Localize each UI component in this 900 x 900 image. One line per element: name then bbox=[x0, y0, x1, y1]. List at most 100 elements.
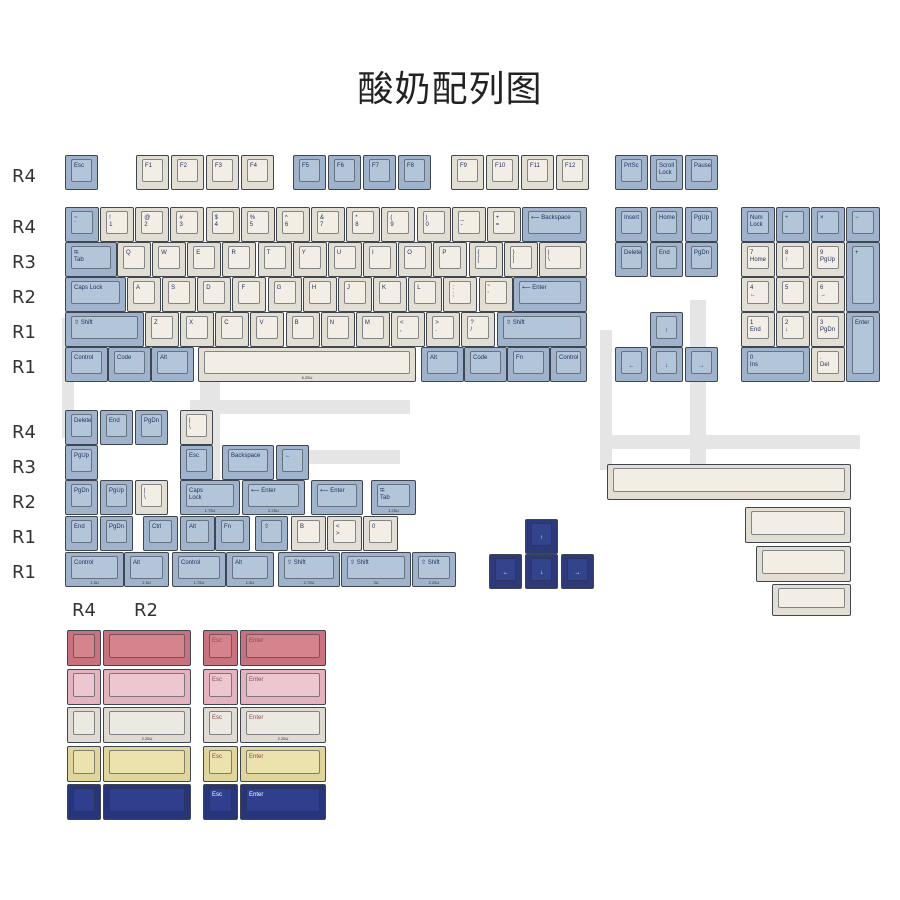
novelty-keycap bbox=[103, 630, 191, 666]
keycap-legend: 5 bbox=[785, 285, 789, 291]
keycap-legend: ⇧ Shift bbox=[506, 320, 525, 326]
keycap: Control bbox=[550, 347, 587, 382]
keycap-top-surface bbox=[73, 672, 95, 697]
keycap: × bbox=[811, 207, 845, 242]
keycap-top-surface bbox=[177, 159, 198, 182]
keycap-legend: ↓ bbox=[540, 569, 543, 576]
keycap-top-surface bbox=[109, 788, 185, 812]
keycap-legend: N bbox=[329, 320, 335, 326]
keycap-legend: ⟵ Backspace bbox=[531, 215, 571, 221]
keycap: > . bbox=[426, 312, 461, 347]
keycap: A bbox=[127, 277, 161, 312]
keycap-top-surface bbox=[656, 351, 677, 374]
keycap-legend: F12 bbox=[565, 163, 576, 169]
keycap-top-surface bbox=[209, 634, 232, 658]
keycap: E bbox=[187, 242, 222, 277]
keycap-top-surface bbox=[432, 316, 455, 339]
keycap-legend: Esc bbox=[74, 163, 85, 169]
keycap-top-surface bbox=[71, 281, 120, 304]
keycap-legend: } ] bbox=[512, 250, 515, 263]
keycap-top-surface bbox=[782, 246, 804, 269]
novelty-keycap: 2.25U bbox=[103, 707, 191, 743]
keycap: < , bbox=[391, 312, 426, 347]
keycap-top-surface bbox=[256, 316, 279, 339]
keycap: : ; bbox=[443, 277, 478, 312]
keycap-legend: G bbox=[276, 285, 282, 291]
keycap-top-surface bbox=[492, 159, 513, 182]
keycap-top-surface bbox=[273, 281, 296, 304]
keycap-legend: Num Lock bbox=[750, 215, 763, 228]
keycap-top-surface bbox=[71, 351, 102, 374]
keycap-legend: F5 bbox=[302, 163, 310, 169]
keycap-legend: ~ ` bbox=[74, 215, 78, 228]
keycap-top-surface bbox=[176, 211, 199, 234]
keycap: 1 End bbox=[741, 312, 775, 347]
keycap-legend: Fn bbox=[224, 524, 232, 530]
keycap-top-surface bbox=[71, 484, 92, 507]
keycap-legend: Alt bbox=[133, 560, 141, 566]
keycap-top-surface bbox=[439, 246, 462, 269]
keycap: Alt bbox=[151, 347, 194, 382]
keycap: ⟵ Enter bbox=[311, 480, 363, 515]
keycap-legend: . Del bbox=[820, 355, 830, 368]
keycap-top-surface bbox=[343, 281, 366, 304]
keycap-legend: Insert bbox=[624, 215, 640, 221]
keycap-size-label: 2.25U bbox=[277, 736, 289, 741]
novelty-keycap bbox=[103, 784, 191, 820]
keycap-top-surface bbox=[71, 159, 92, 182]
keycap: Esc bbox=[180, 445, 213, 480]
keycap-legend: C bbox=[224, 320, 229, 326]
keycap: * 8 bbox=[346, 207, 381, 242]
arrow-right-keycap: → bbox=[685, 347, 718, 382]
keycap-legend: F1 bbox=[145, 163, 153, 169]
keycap-top-surface bbox=[109, 634, 185, 658]
keycap-top-surface bbox=[186, 520, 209, 543]
spacebar bbox=[756, 546, 851, 582]
keycap: Alt bbox=[180, 516, 215, 551]
keycap-legend: ⟵ Enter bbox=[251, 488, 276, 494]
keycap: @ 2 bbox=[135, 207, 170, 242]
keycap: R bbox=[222, 242, 257, 277]
keycap-legend: % 5 bbox=[249, 215, 256, 228]
keycap-top-surface bbox=[204, 351, 410, 374]
keycap-top-surface bbox=[71, 211, 93, 234]
keycap-top-surface bbox=[457, 159, 478, 182]
keycap: T bbox=[257, 242, 292, 277]
keycap-top-surface bbox=[109, 711, 185, 735]
keycap-top-surface bbox=[73, 634, 95, 658]
keycap-top-surface bbox=[186, 484, 234, 507]
keycap-legend: E bbox=[196, 250, 201, 256]
keycap: G bbox=[267, 277, 302, 312]
keycap-legend: K bbox=[382, 285, 387, 291]
keycap-top-surface bbox=[528, 211, 581, 234]
keycap: } ] bbox=[503, 242, 538, 277]
keycap: F11 bbox=[521, 155, 554, 190]
keycap: 4 ← bbox=[741, 277, 775, 312]
keycap: 3 PgDn bbox=[811, 312, 845, 347]
keycap-legend: ↑ bbox=[540, 534, 543, 541]
keycap-legend: F3 bbox=[215, 163, 223, 169]
keycap-legend: # 3 bbox=[179, 215, 183, 228]
keycap-legend: ÷ bbox=[785, 215, 789, 221]
keycap: − bbox=[846, 207, 880, 242]
row-label: R4 bbox=[12, 166, 36, 187]
keycap: W bbox=[152, 242, 187, 277]
keycap-legend: 3 PgDn bbox=[820, 320, 836, 333]
keycap-top-surface bbox=[209, 749, 232, 774]
keycap-top-surface bbox=[656, 159, 677, 182]
keycap: & 7 bbox=[311, 207, 346, 242]
keycap-top-surface bbox=[186, 316, 209, 339]
keycap-size-label: 2.25U bbox=[268, 508, 279, 513]
keycap-top-surface bbox=[782, 281, 804, 304]
spacebar: 6.25U bbox=[198, 347, 416, 382]
keycap: J bbox=[337, 277, 372, 312]
row-label: R4 bbox=[12, 217, 36, 238]
watermark-stroke bbox=[600, 435, 860, 449]
keycap: F1 bbox=[136, 155, 169, 190]
keycap-top-surface bbox=[261, 520, 282, 543]
keycap-legend: Backspace bbox=[231, 453, 261, 459]
